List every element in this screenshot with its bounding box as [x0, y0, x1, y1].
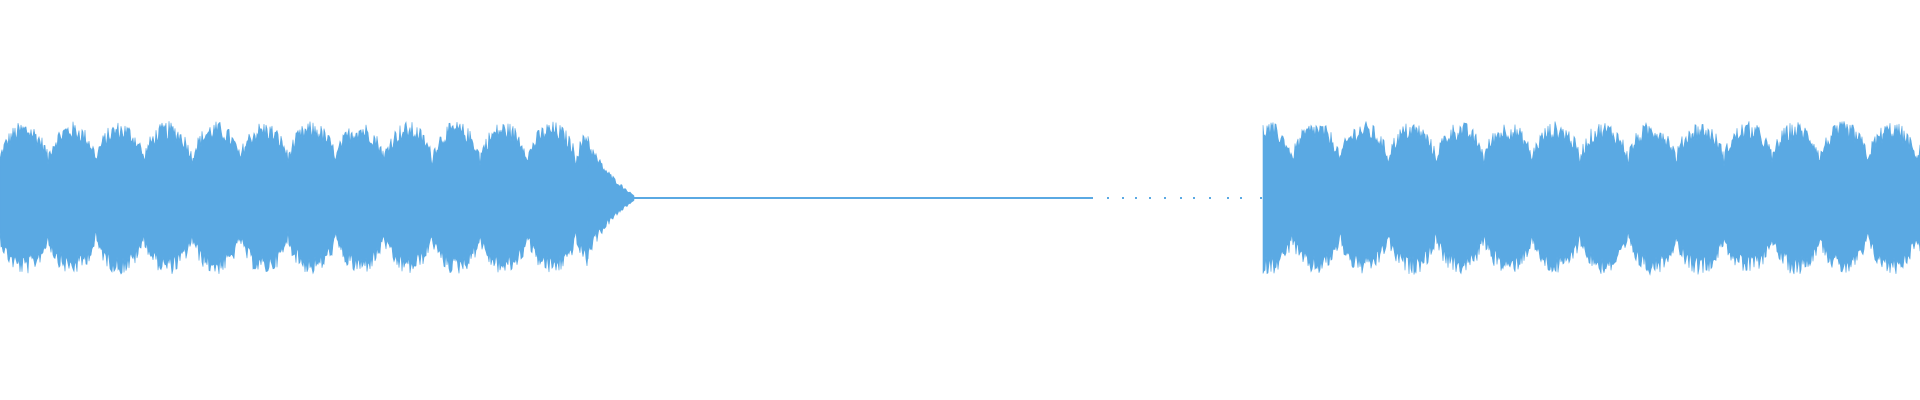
silence-dot: [1091, 197, 1093, 199]
silence-dot: [1240, 197, 1242, 199]
silence-dot: [1227, 197, 1229, 199]
waveform-shape: [587, 136, 635, 260]
silence-dot: [1149, 197, 1151, 199]
silence-dot: [1122, 197, 1124, 199]
silence-dot: [1209, 197, 1211, 199]
silence-dot: [1180, 197, 1182, 199]
waveform-shape: [1262, 120, 1920, 276]
silence-dot: [1135, 197, 1137, 199]
waveform-shape: [0, 120, 589, 275]
silence-dot: [1164, 197, 1166, 199]
waveform-path-group: [0, 120, 1920, 276]
silence-dot: [1107, 197, 1109, 199]
silence-dot: [1260, 197, 1262, 199]
silence-dot: [1193, 197, 1195, 199]
silence-line: [634, 197, 1091, 199]
